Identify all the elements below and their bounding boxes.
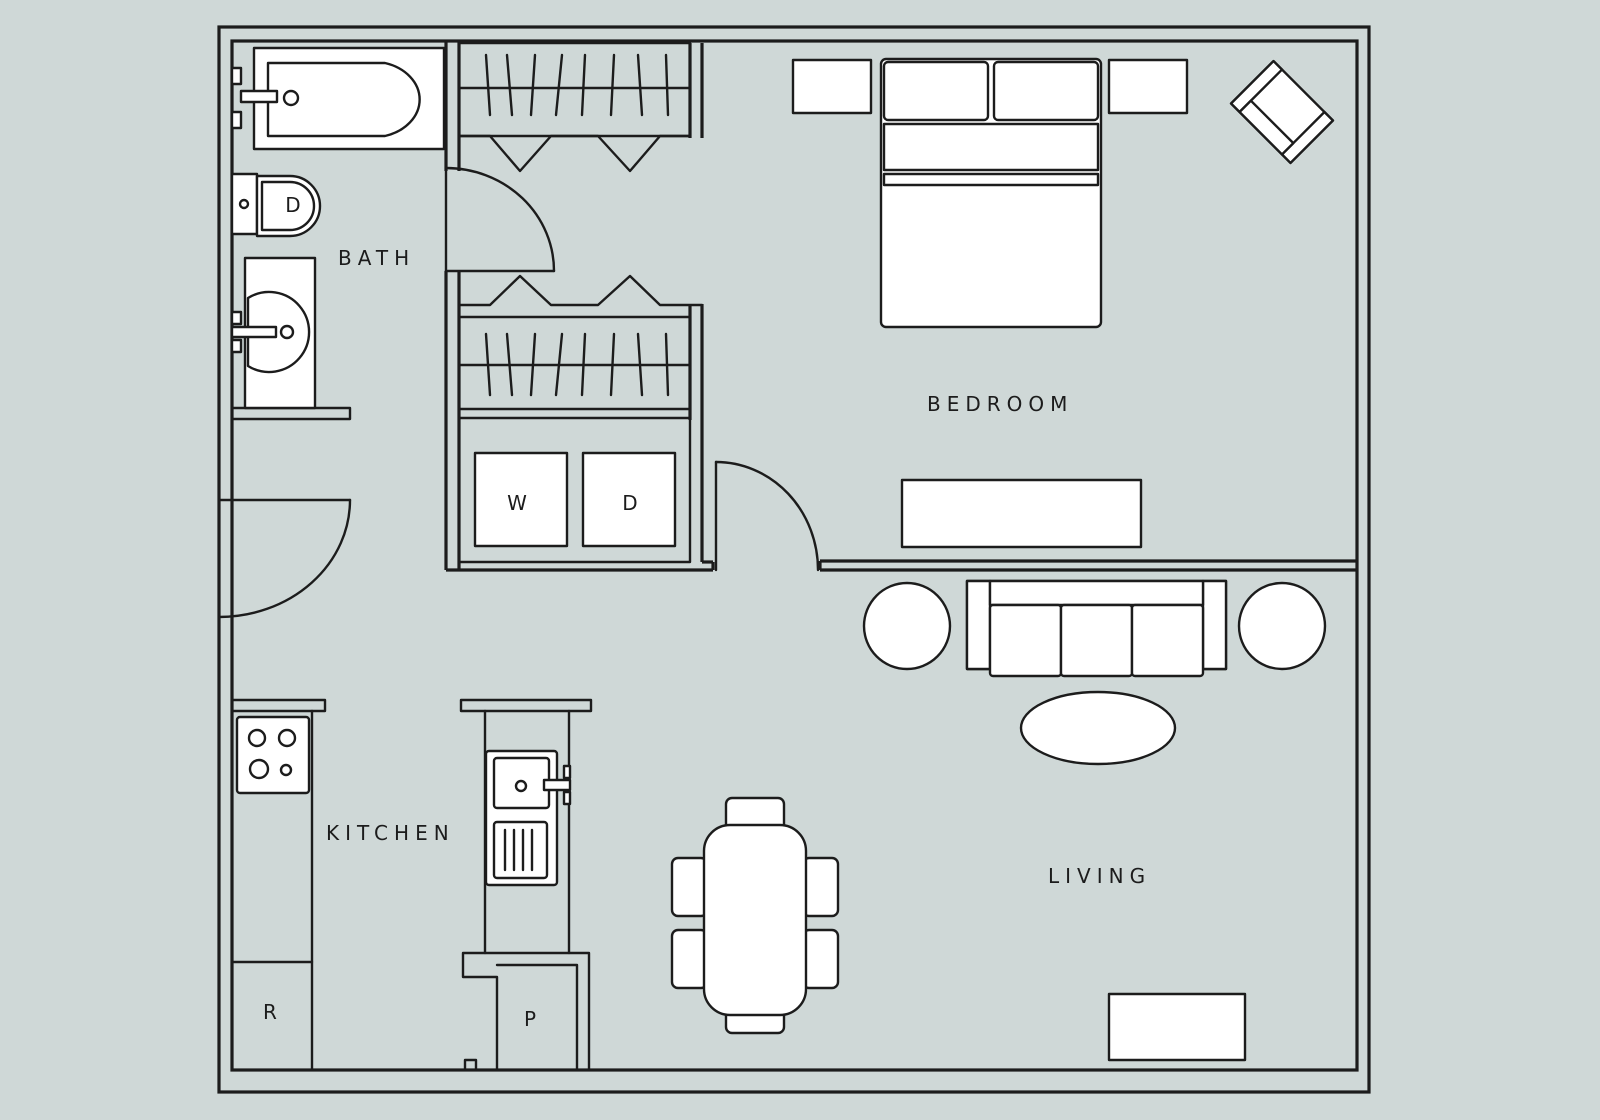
dryer: D [581, 451, 677, 548]
doors [217, 166, 820, 619]
stove [235, 715, 311, 795]
washer-label: W [507, 491, 527, 515]
upper-closet [457, 41, 692, 173]
bath-door[interactable] [444, 166, 556, 273]
bedroom-door[interactable] [714, 460, 820, 572]
toilet-label: D [285, 193, 300, 217]
sofa [965, 579, 1228, 678]
washer: W [473, 451, 569, 548]
bedroom-label: BEDROOM [927, 392, 1073, 416]
entry-door[interactable] [217, 498, 352, 619]
toilet: D [230, 172, 322, 238]
pantry: P [461, 951, 591, 1072]
bathtub [230, 46, 446, 151]
kitchen-counter-left [230, 698, 327, 1072]
refrigerator-label: R [263, 1000, 277, 1024]
nightstand-right [1107, 58, 1189, 115]
dining-set [670, 796, 840, 1035]
living-label: LIVING [1048, 864, 1151, 888]
bed [879, 57, 1103, 329]
bath-label: BATH [338, 246, 415, 270]
kitchen-label: KITCHEN [326, 821, 455, 845]
side-table-right [1237, 581, 1327, 671]
nightstand-left [791, 58, 873, 115]
tv-stand [1107, 992, 1247, 1062]
laundry: W D [457, 416, 692, 564]
lower-closet [457, 274, 704, 411]
exterior-walls [217, 25, 1371, 1094]
dryer-label: D [622, 491, 637, 515]
kitchen-island [459, 698, 593, 955]
bathroom-sink [230, 256, 317, 410]
armchair [1229, 59, 1335, 165]
dresser [900, 478, 1143, 549]
side-table-left [862, 581, 952, 671]
pantry-label: P [524, 1007, 536, 1031]
coffee-table [1019, 690, 1177, 766]
